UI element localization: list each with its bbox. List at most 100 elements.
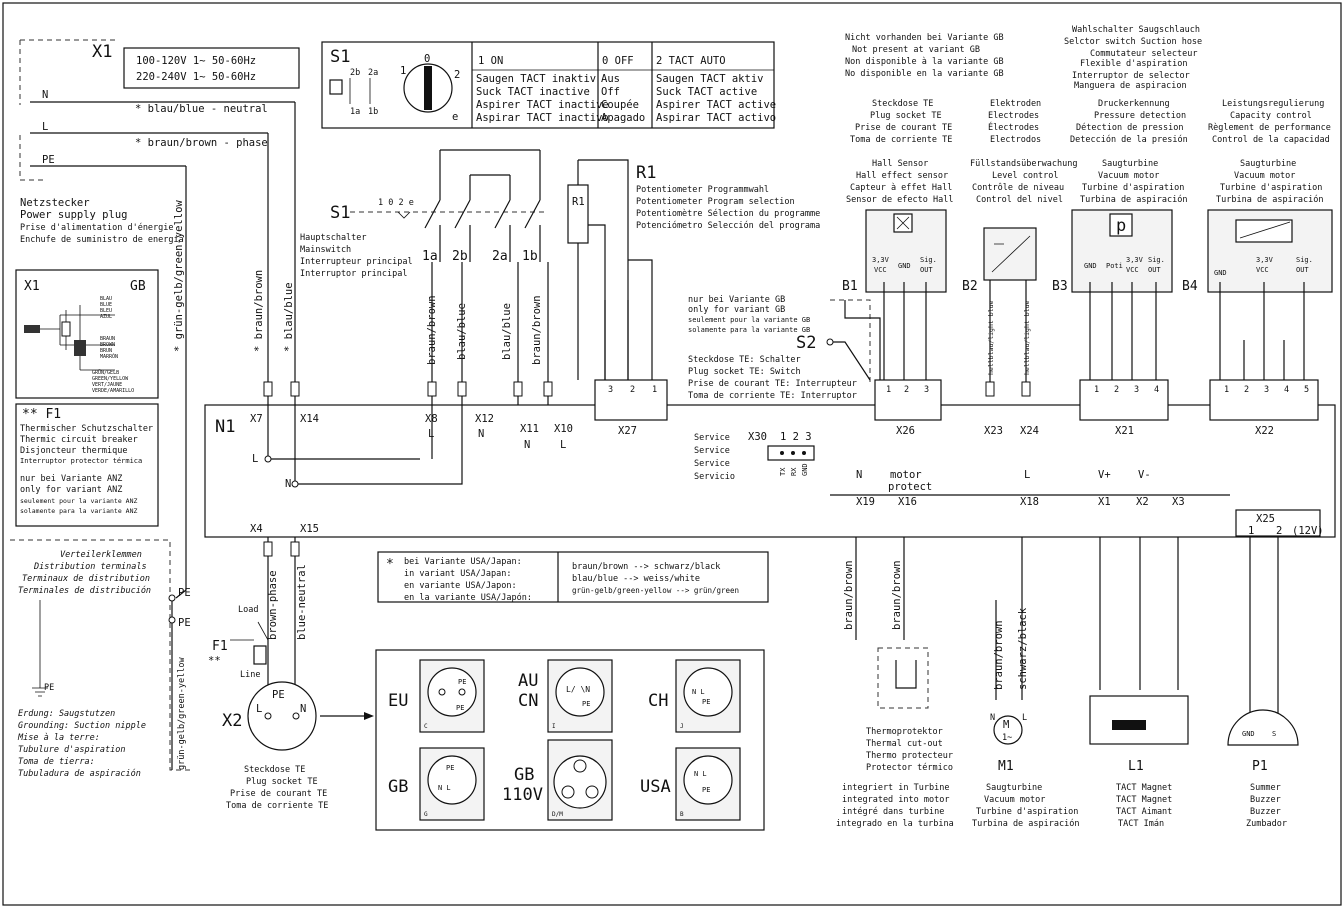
svg-text:Buzzer: Buzzer (1250, 795, 1281, 805)
svg-text:Poti: Poti (1106, 262, 1123, 270)
svg-text:0: 0 (424, 53, 430, 65)
svg-text:Interruptor de selector: Interruptor de selector (1072, 71, 1190, 81)
svg-text:GB: GB (388, 777, 408, 797)
svg-text:Aspirar TACT inactivo: Aspirar TACT inactivo (476, 112, 609, 124)
svg-text:F1: F1 (212, 639, 228, 654)
svg-text:Saugturbine: Saugturbine (986, 783, 1042, 793)
svg-text:Zumbador: Zumbador (1246, 819, 1287, 829)
svg-text:GND: GND (801, 463, 809, 476)
gb-x1: X1 (24, 279, 40, 294)
svg-text:V-: V- (1138, 469, 1151, 481)
svg-text:X10: X10 (554, 423, 573, 435)
svg-text:Thermic circuit breaker: Thermic circuit breaker (20, 435, 138, 445)
svg-text:BLUE: BLUE (100, 302, 112, 308)
svg-text:1: 1 (400, 65, 406, 77)
svg-text:X7: X7 (250, 413, 263, 425)
svg-text:solamente para la variante ANZ: solamente para la variante ANZ (20, 507, 137, 515)
svg-text:2: 2 (1114, 385, 1119, 395)
svg-text:TACT Aimant: TACT Aimant (1116, 807, 1172, 817)
svg-text:Hall Sensor: Hall Sensor (872, 159, 928, 169)
phase-label: * braun/brown - phase (135, 137, 268, 149)
svg-text:4: 4 (1284, 385, 1289, 395)
svg-text:BLEU: BLEU (100, 308, 112, 314)
svg-text:X24: X24 (1020, 425, 1039, 437)
power-input: X1 100-120V 1~ 50-60Hz 220-240V 1~ 50-60… (19, 39, 300, 590)
svg-text:P1: P1 (1252, 759, 1268, 774)
svg-text:GREEN/YELLOW: GREEN/YELLOW (92, 376, 129, 382)
green-yellow-label: * grün-gelb/green-yellow (173, 200, 185, 352)
svg-text:GND: GND (1084, 262, 1097, 270)
svg-text:seulement pour la variante ANZ: seulement pour la variante ANZ (20, 497, 137, 505)
svg-text:X4: X4 (250, 523, 263, 535)
svg-text:GND: GND (1242, 730, 1255, 738)
n1-title: N1 (215, 417, 235, 437)
svg-text:2: 2 (1276, 525, 1282, 537)
svg-text:Potentiomètre Sélection du pro: Potentiomètre Sélection du programme (636, 208, 820, 219)
svg-text:N L: N L (694, 770, 707, 778)
r1-potentiometer: R1 R1 Potentiometer Programmwahl Potenti… (567, 159, 820, 380)
top-right-labels: Nicht vorhanden bei Variante GB Not pres… (845, 25, 1331, 205)
svg-text:BLAU: BLAU (100, 296, 112, 302)
svg-text:Steckdose TE: Schalter: Steckdose TE: Schalter (688, 355, 801, 365)
svg-text:Suck TACT inactive: Suck TACT inactive (476, 86, 590, 98)
svg-text:Disjoncteur thermique: Disjoncteur thermique (20, 446, 127, 456)
svg-text:No disponible en la variante G: No disponible en la variante GB (845, 69, 1004, 79)
svg-text:B4: B4 (1182, 279, 1198, 294)
svg-text:Control del nivel: Control del nivel (976, 195, 1063, 205)
svg-text:D/M: D/M (552, 811, 563, 818)
svg-text:X22: X22 (1255, 425, 1274, 437)
svg-text:Prise de courant TE: Prise de courant TE (855, 123, 952, 133)
svg-text:Potentiometer Program selectio: Potentiometer Program selection (636, 197, 795, 207)
board-l: L (252, 453, 258, 465)
svg-text:Tubuladura de aspiración: Tubuladura de aspiración (18, 768, 141, 779)
svg-text:Mainswitch: Mainswitch (300, 245, 351, 255)
r1-title: R1 (636, 163, 656, 183)
voltage-line-2: 220-240V 1~ 50-60Hz (136, 71, 256, 83)
svg-text:Vacuum motor: Vacuum motor (984, 795, 1045, 805)
svg-text:en variante USA/Japon:: en variante USA/Japon: (404, 581, 517, 591)
svg-text:blau/blue: blau/blue (456, 303, 468, 360)
svg-text:Toma de corriente TE: Toma de corriente TE (850, 135, 952, 145)
f1-info-box: ** F1 Thermischer Schutzschalter Thermic… (15, 403, 159, 527)
svg-text:Summer: Summer (1250, 783, 1281, 793)
s1-table-label: S1 (330, 47, 350, 67)
svg-text:PE: PE (702, 786, 710, 794)
svg-text:Electrodes: Electrodes (988, 111, 1039, 121)
svg-text:Aspirer TACT active: Aspirer TACT active (656, 99, 776, 111)
svg-text:Flexible d'aspiration: Flexible d'aspiration (1080, 59, 1187, 69)
svg-text:schwarz/black: schwarz/black (1017, 607, 1029, 690)
svg-text:EU: EU (388, 691, 408, 711)
svg-text:*: * (386, 557, 394, 572)
svg-text:Prise de courant TE: Prise de courant TE (230, 789, 327, 799)
svg-text:bei Variante USA/Japan:: bei Variante USA/Japan: (404, 557, 522, 567)
svg-text:Hall effect sensor: Hall effect sensor (856, 171, 948, 181)
svg-text:1~: 1~ (1002, 733, 1012, 743)
svg-text:integrated into motor: integrated into motor (842, 795, 949, 805)
svg-text:X14: X14 (300, 413, 319, 425)
svg-text:Apagado: Apagado (601, 112, 645, 124)
neutral-label: * blau/blue - neutral (135, 103, 268, 115)
svg-text:blau/blue: blau/blue (501, 303, 513, 360)
svg-text:L: L (428, 428, 434, 440)
svg-text:S: S (1272, 730, 1276, 738)
svg-text:OUT: OUT (1148, 266, 1161, 274)
svg-text:Potenciómetro Selección del pr: Potenciómetro Selección del programa (636, 220, 820, 231)
svg-text:Commutateur selecteur: Commutateur selecteur (1090, 49, 1197, 59)
svg-text:1 2 3: 1 2 3 (780, 431, 812, 443)
svg-text:Terminaux de distribution: Terminaux de distribution (22, 574, 150, 584)
svg-text:X3: X3 (1172, 496, 1185, 508)
svg-text:X8: X8 (425, 413, 438, 425)
s2-switch: nur bei Variante GB only for variant GB … (688, 295, 871, 401)
svg-text:Électrodes: Électrodes (988, 121, 1039, 133)
svg-text:Erdung: Saugstutzen: Erdung: Saugstutzen (18, 709, 115, 719)
svg-text:Füllstandsüberwachung: Füllstandsüberwachung (970, 159, 1077, 169)
l-label: L (42, 121, 48, 133)
svg-text:Detección de la presión: Detección de la presión (1070, 134, 1188, 145)
svg-text:Line: Line (240, 670, 260, 680)
svg-text:2b: 2b (452, 249, 468, 264)
svg-text:Thermischer Schutzschalter: Thermischer Schutzschalter (20, 424, 153, 434)
svg-text:Plug socket TE: Plug socket TE (870, 111, 942, 121)
svg-text:Leistungsregulierung: Leistungsregulierung (1222, 99, 1324, 109)
svg-text:PE: PE (702, 698, 710, 706)
svg-text:Service: Service (694, 446, 730, 456)
